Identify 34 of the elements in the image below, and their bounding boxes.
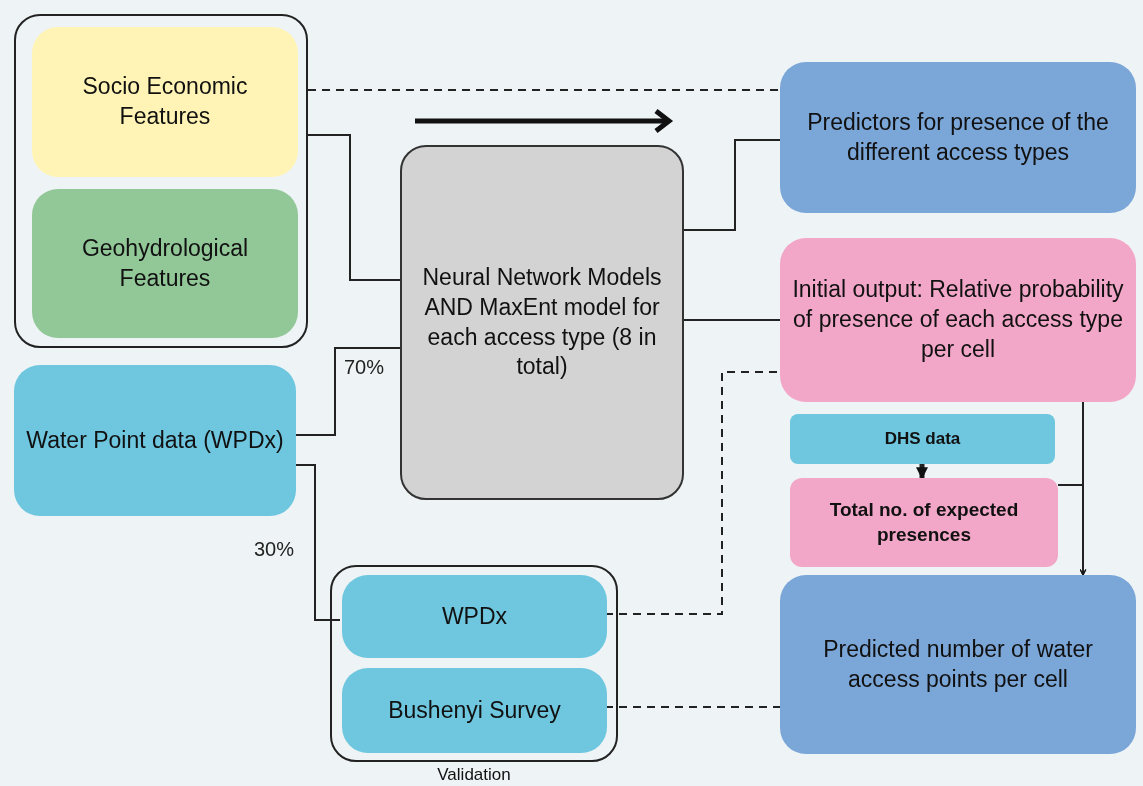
edge-label: 70% bbox=[344, 356, 385, 379]
process-box bbox=[32, 27, 298, 177]
node-label: WPDx bbox=[440, 601, 509, 631]
connector-line bbox=[307, 134, 401, 281]
node-label: Bushenyi Survey bbox=[387, 695, 562, 725]
edge-label: 30% bbox=[254, 538, 295, 561]
connector-line bbox=[295, 464, 341, 621]
connector-line bbox=[683, 139, 781, 231]
dashed-connector bbox=[307, 89, 781, 91]
process-box bbox=[32, 189, 298, 338]
node-label: Predictors for presence of the different access types bbox=[806, 107, 1110, 167]
node-label: DHS data bbox=[883, 427, 962, 450]
connector-line bbox=[683, 319, 781, 321]
process-box bbox=[342, 668, 607, 753]
process-box bbox=[780, 575, 1136, 754]
node-label: Geohydrological Features bbox=[80, 233, 250, 293]
node-label: Water Point data (WPDx) bbox=[25, 425, 285, 455]
node-label: Predicted number of water access points per cell bbox=[822, 634, 1094, 694]
node-label: Initial output: Relative probability of presence of each access type per cell bbox=[791, 275, 1125, 364]
node-label: Neural Network Models AND MaxEnt model for each access type (8 in total) bbox=[421, 262, 663, 382]
process-box bbox=[342, 575, 607, 658]
node-label: Total no. of expected presences bbox=[828, 497, 1020, 547]
connector-line bbox=[295, 347, 401, 436]
process-box bbox=[780, 62, 1136, 213]
process-box bbox=[790, 414, 1055, 464]
arrow bbox=[916, 464, 928, 480]
group-box bbox=[14, 14, 308, 348]
arrow bbox=[1057, 484, 1087, 576]
process-box bbox=[790, 478, 1058, 567]
group-label: Validation bbox=[436, 765, 512, 785]
process-box bbox=[14, 365, 296, 516]
process-box bbox=[780, 238, 1136, 402]
process-box bbox=[400, 145, 684, 500]
node-label: Socio Economic Features bbox=[81, 72, 249, 131]
